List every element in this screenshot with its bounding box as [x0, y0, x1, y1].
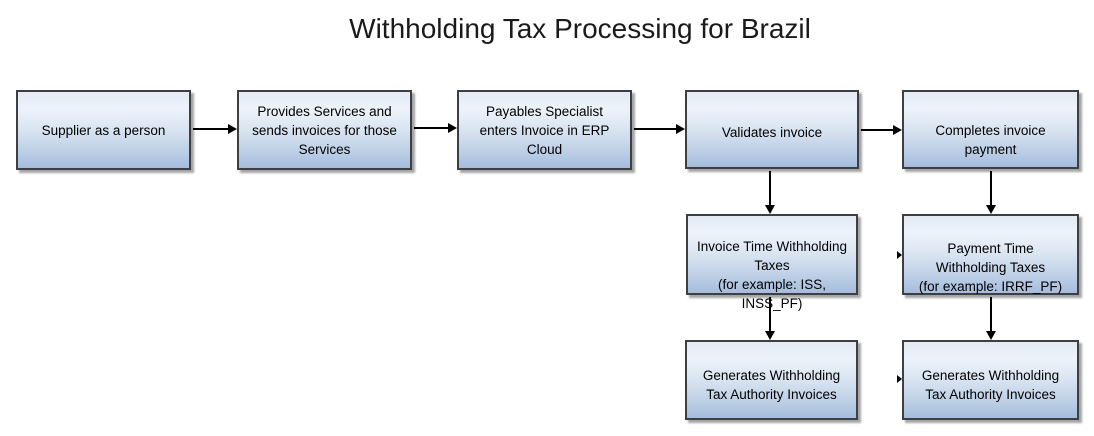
node-supplier-label: Supplier as a person [41, 122, 166, 138]
arrowhead-right-icon [676, 124, 685, 134]
stub-arrowhead-payment-time [897, 251, 902, 259]
node-generates-tax-invoices-left-label: Generates Withholding Tax Authority Invo… [702, 368, 841, 402]
node-payables-specialist-label: Payables Specialist enters Invoice in ER… [479, 103, 610, 157]
arrowhead-right-icon [893, 125, 902, 135]
arrow-line [990, 297, 992, 331]
node-generates-tax-invoices-right: Generates Withholding Tax Authority Invo… [902, 340, 1079, 420]
node-provides-services: Provides Services and sends invoices for… [237, 90, 412, 170]
arrowhead-right-icon [448, 123, 457, 133]
arrow-line [414, 127, 449, 129]
stub-arrowhead-generates-right [897, 375, 902, 383]
node-completes-payment-label: Completes invoice payment [935, 123, 1046, 157]
arrowhead-down-icon [986, 331, 996, 340]
arrow-line [769, 297, 771, 331]
node-generates-tax-invoices-left: Generates Withholding Tax Authority Invo… [685, 340, 858, 420]
diagram-title: Withholding Tax Processing for Brazil [349, 13, 811, 44]
node-generates-tax-invoices-right-label: Generates Withholding Tax Authority Invo… [921, 368, 1060, 402]
arrow-line [769, 171, 771, 205]
arrowhead-right-icon [228, 124, 237, 134]
arrowhead-down-icon [986, 205, 996, 214]
node-invoice-time-taxes-label: Invoice Time Withholding Taxes (for exam… [696, 239, 848, 311]
arrow-line [990, 171, 992, 205]
arrowhead-down-icon [765, 331, 775, 340]
node-validates-invoice-label: Validates invoice [721, 125, 823, 140]
node-payment-time-taxes-label: Payment Time Withholding Taxes (for exam… [918, 241, 1063, 294]
node-supplier: Supplier as a person [16, 90, 191, 170]
arrow-line [634, 128, 677, 130]
node-payment-time-taxes: Payment Time Withholding Taxes (for exam… [902, 214, 1079, 295]
node-invoice-time-taxes: Invoice Time Withholding Taxes (for exam… [686, 214, 858, 311]
arrow-line [861, 129, 894, 131]
node-payables-specialist: Payables Specialist enters Invoice in ER… [457, 90, 632, 170]
node-completes-payment: Completes invoice payment [902, 90, 1079, 169]
node-provides-services-label: Provides Services and sends invoices for… [252, 103, 397, 157]
arrow-line [193, 128, 229, 130]
arrowhead-down-icon [765, 205, 775, 214]
node-validates-invoice: Validates invoice [685, 90, 859, 169]
